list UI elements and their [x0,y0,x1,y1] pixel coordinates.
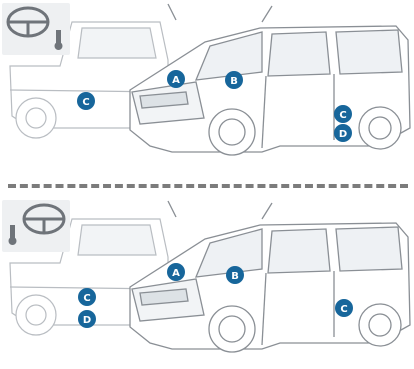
marker-label: D [339,129,347,140]
marker-label: C [83,293,90,304]
section-divider [8,184,408,188]
marker-label: C [339,110,346,121]
driving-position-badge [2,200,70,252]
van-diagram-right-hand-drive: A B C D C [0,197,414,367]
marker-d: D [334,124,352,142]
marker-d: D [78,310,96,328]
marker-label: C [340,304,347,315]
marker-c: C [335,299,353,317]
van-illustration: A B C D C [0,197,414,367]
marker-a: A [167,263,185,281]
marker-label: C [82,97,89,108]
marker-label: D [83,315,91,326]
marker-b: B [225,71,243,89]
marker-label: A [172,75,180,86]
marker-c: C [334,105,352,123]
marker-label: B [231,271,239,282]
van-diagram-left-hand-drive: A B C C D [0,0,414,170]
van-illustration: A B C C D [0,0,414,170]
marker-label: B [230,76,238,87]
marker-c: C [77,92,95,110]
driving-position-badge [2,3,70,55]
marker-a: A [167,70,185,88]
marker-b: B [226,266,244,284]
marker-c: C [78,288,96,306]
marker-label: A [172,268,180,279]
